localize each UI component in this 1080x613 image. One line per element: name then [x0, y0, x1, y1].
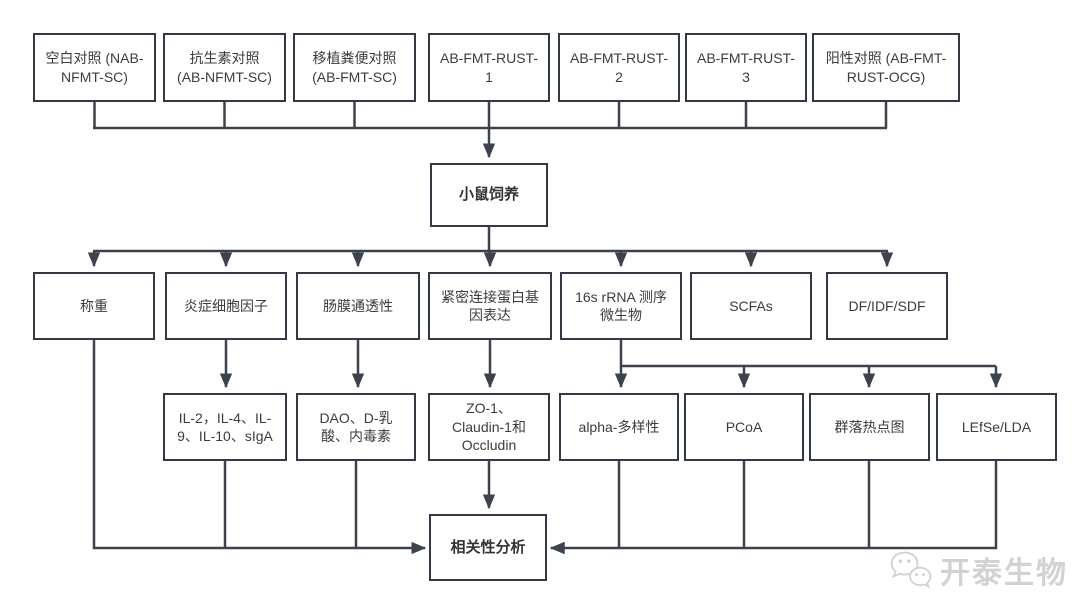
node-16s-rrna-sequencing: 16s rRNA 测序微生物 — [560, 272, 682, 340]
node-blank-control: 空白对照 (NAB-NFMT-SC) — [33, 33, 156, 102]
node-fmt-control: 移植粪便对照 (AB-FMT-SC) — [293, 33, 416, 102]
node-antibiotic-control: 抗生素对照 (AB-NFMT-SC) — [163, 33, 286, 102]
node-weighing: 称重 — [33, 272, 155, 340]
node-ab-fmt-rust-3: AB-FMT-RUST-3 — [685, 33, 807, 102]
node-positive-control: 阳性对照 (AB-FMT-RUST-OCG) — [812, 33, 960, 102]
node-mouse-rearing: 小鼠饲养 — [430, 163, 548, 227]
node-scfas: SCFAs — [690, 272, 812, 340]
node-df-idf-sdf: DF/IDF/SDF — [826, 272, 948, 340]
node-dao-panel: DAO、D-乳酸、内毒素 — [296, 393, 416, 461]
watermark-brand-text: 开泰生物 — [940, 557, 1068, 590]
node-intestinal-permeability: 肠膜通透性 — [296, 272, 420, 340]
node-tight-junction-expression: 紧密连接蛋白基因表达 — [428, 272, 552, 340]
node-ab-fmt-rust-1: AB-FMT-RUST-1 — [428, 33, 550, 102]
node-tight-junction-proteins: ZO-1、Claudin-1和Occludin — [428, 393, 550, 461]
watermark: 开泰生物 — [888, 540, 1068, 600]
node-il-panel: IL-2，IL-4、IL-9、IL-10、sIgA — [163, 393, 287, 461]
node-alpha-diversity: alpha-多样性 — [559, 393, 679, 461]
node-lefse-lda: LEfSe/LDA — [936, 393, 1057, 461]
node-correlation-analysis: 相关性分析 — [429, 514, 547, 581]
node-pcoa: PCoA — [684, 393, 804, 461]
node-community-heatmap: 群落热点图 — [809, 393, 930, 461]
node-inflammatory-cytokines: 炎症细胞因子 — [165, 272, 287, 340]
node-ab-fmt-rust-2: AB-FMT-RUST-2 — [558, 33, 680, 102]
wechat-icon — [890, 551, 932, 589]
